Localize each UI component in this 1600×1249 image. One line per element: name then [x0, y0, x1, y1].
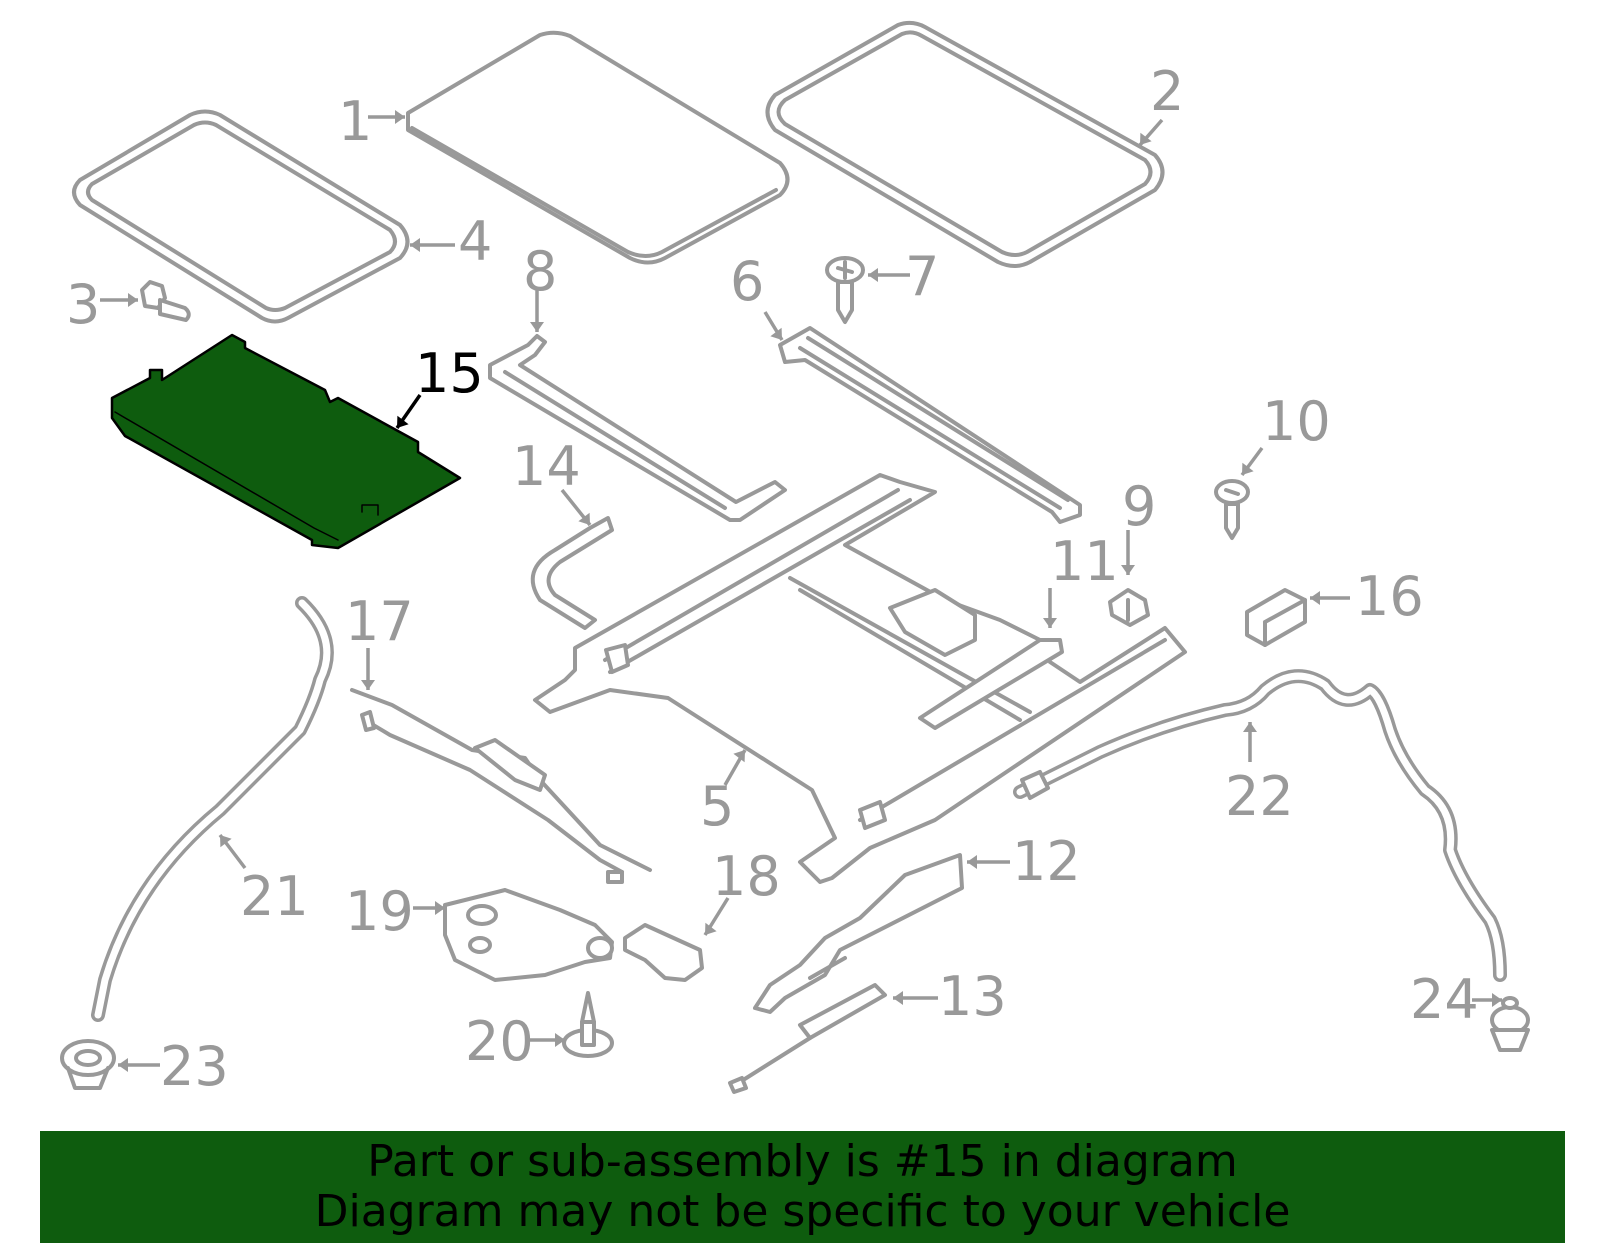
callout-number-23: 23	[160, 1035, 229, 1098]
callout-number-8: 8	[523, 240, 557, 303]
callout-arrow-3	[128, 293, 138, 307]
callout-number-24: 24	[1410, 968, 1479, 1031]
part-22-drain-hose	[1013, 669, 1507, 982]
part-24-grommet	[1490, 996, 1530, 1052]
callout-arrow-11	[1043, 618, 1057, 628]
part-1-glass-panel	[406, 30, 790, 265]
callout-arrow-22	[1243, 722, 1257, 732]
callout-arrow-16	[1310, 591, 1320, 605]
callout-number-1: 1	[338, 90, 372, 153]
part-9-clip	[1108, 588, 1150, 627]
callout-number-2: 2	[1150, 60, 1184, 123]
callout-arrow-18	[705, 922, 717, 935]
part-12-guide-bracket	[753, 853, 964, 1014]
callout-number-3: 3	[66, 273, 100, 336]
callout-arrow-8	[530, 322, 544, 332]
callout-number-17: 17	[345, 590, 414, 653]
callout-number-7: 7	[905, 245, 939, 308]
callout-arrow-7	[868, 268, 878, 282]
callout-arrow-14	[578, 512, 590, 525]
part-7-screw	[825, 256, 865, 324]
part-13-cable-drive	[728, 983, 887, 1094]
callout-number-16: 16	[1355, 565, 1424, 628]
part-8-front-rail	[488, 334, 787, 522]
callout-number-18: 18	[712, 845, 781, 908]
info-banner: Part or sub-assembly is #15 in diagram D…	[40, 1131, 1565, 1243]
callout-arrow-15	[397, 415, 409, 428]
callout-number-22: 22	[1225, 765, 1294, 828]
part-3-bolt	[140, 280, 191, 322]
callout-number-20: 20	[465, 1010, 534, 1073]
part-15-sunshade	[110, 333, 462, 550]
callout-arrow-9	[1121, 565, 1135, 575]
part-23-grommet	[60, 1039, 116, 1090]
callout-arrow-23	[118, 1058, 128, 1072]
part-10-screw	[1214, 479, 1250, 540]
part-14-drain-tube	[530, 516, 614, 630]
callout-number-11: 11	[1050, 530, 1119, 593]
callout-number-10: 10	[1262, 390, 1331, 453]
callout-arrow-20	[555, 1033, 565, 1047]
callout-arrow-13	[893, 991, 903, 1005]
part-19-motor	[443, 888, 614, 982]
callout-arrow-17	[361, 680, 375, 690]
banner-line-1: Part or sub-assembly is #15 in diagram	[367, 1136, 1238, 1187]
part-4-rear-glass-seal	[72, 109, 410, 324]
callout-number-21: 21	[240, 865, 309, 928]
callout-number-12: 12	[1012, 830, 1081, 893]
callout-number-14: 14	[512, 435, 581, 498]
part-20-pin	[562, 991, 614, 1058]
callout-arrow-12	[967, 855, 977, 869]
callout-arrow-6	[770, 327, 782, 340]
callout-number-5: 5	[700, 775, 734, 838]
callout-number-19: 19	[345, 880, 414, 943]
callout-arrow-5	[733, 750, 745, 763]
callout-arrow-24	[1492, 993, 1502, 1007]
callout-arrow-4	[410, 238, 420, 252]
callout-arrow-21	[220, 835, 232, 848]
banner-line-2: Diagram may not be specific to your vehi…	[314, 1186, 1291, 1237]
callout-arrow-19	[435, 901, 445, 915]
callout-number-6: 6	[730, 250, 764, 313]
part-2-glass-seal	[765, 20, 1165, 268]
callout-number-4: 4	[458, 210, 492, 273]
callout-arrow-1	[395, 110, 405, 124]
part-6-side-rail	[778, 326, 1082, 524]
callout-number-15: 15	[415, 342, 484, 405]
part-16-block	[1245, 588, 1307, 647]
part-17-cable-harness	[350, 688, 652, 884]
callout-arrow-2	[1140, 132, 1152, 145]
part-18-bracket	[623, 923, 704, 982]
callout-number-13: 13	[938, 965, 1007, 1028]
callout-arrow-10	[1242, 462, 1254, 475]
part-21-drain-hose	[91, 596, 334, 1022]
part-11-bracket	[918, 638, 1064, 730]
callout-number-9: 9	[1122, 475, 1156, 538]
callout-leaders	[100, 110, 1502, 1072]
